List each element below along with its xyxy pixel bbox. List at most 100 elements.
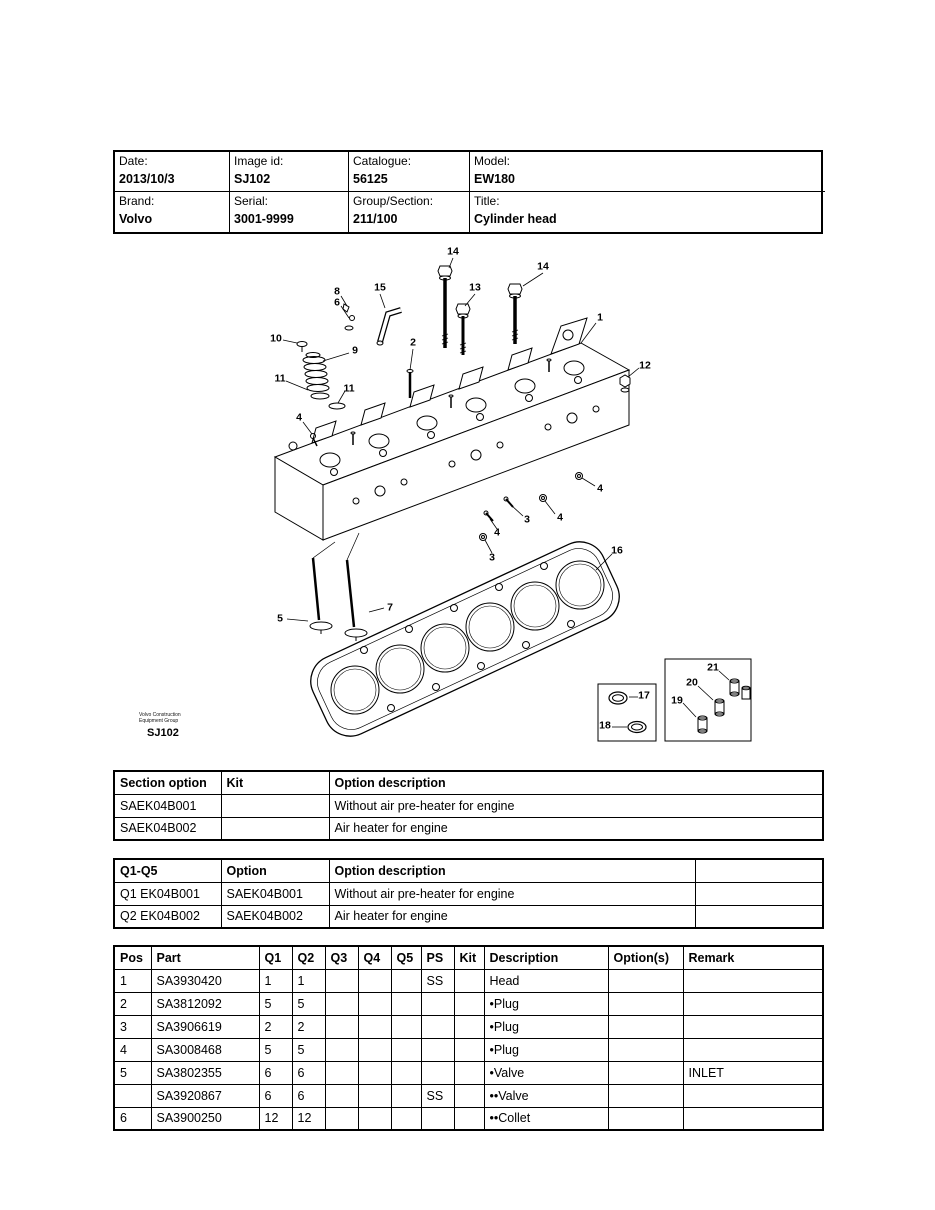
table-cell: Head bbox=[483, 968, 609, 993]
table-cell bbox=[324, 1106, 359, 1131]
table-cell bbox=[390, 1037, 422, 1062]
header-cell-brand: Brand: Volvo bbox=[115, 192, 230, 232]
column-header: PS bbox=[420, 945, 455, 970]
callout-10: 10 bbox=[270, 332, 282, 345]
callout-8: 8 bbox=[334, 285, 340, 298]
table-cell: 1 bbox=[113, 968, 152, 993]
table-cell bbox=[357, 1037, 392, 1062]
callout-4: 4 bbox=[557, 511, 563, 524]
table-cell bbox=[390, 968, 422, 993]
column-header: Q4 bbox=[357, 945, 392, 970]
table-cell bbox=[694, 904, 824, 929]
table-cell: Q1 EK04B001 bbox=[113, 881, 222, 906]
table-cell bbox=[607, 1014, 684, 1039]
callout-21: 21 bbox=[707, 661, 719, 674]
callout-3: 3 bbox=[489, 551, 495, 564]
table-cell: SS bbox=[420, 968, 455, 993]
table-cell: SA3900250 bbox=[150, 1106, 260, 1131]
column-header: Remark bbox=[682, 945, 824, 970]
header-cell-title: Title: Cylinder head bbox=[470, 192, 825, 232]
callout-4: 4 bbox=[494, 526, 500, 539]
table-cell: •Plug bbox=[483, 1037, 609, 1062]
field-label: Group/Section: bbox=[353, 194, 434, 208]
header-info-table: Date: 2013/10/3 Image id: SJ102 Catalogu… bbox=[113, 150, 825, 234]
table-cell bbox=[453, 1037, 485, 1062]
table-cell bbox=[390, 1060, 422, 1085]
callout-5: 5 bbox=[277, 612, 283, 625]
table-cell bbox=[357, 1106, 392, 1131]
table-cell bbox=[453, 1060, 485, 1085]
callout-18: 18 bbox=[599, 719, 611, 732]
table-cell bbox=[607, 1083, 684, 1108]
column-header: Q2 bbox=[291, 945, 326, 970]
table-cell bbox=[357, 991, 392, 1016]
column-header: Kit bbox=[453, 945, 485, 970]
field-label: Serial: bbox=[234, 194, 269, 208]
field-label: Brand: bbox=[119, 194, 155, 208]
table-cell bbox=[453, 991, 485, 1016]
callout-17: 17 bbox=[638, 689, 650, 702]
table-cell bbox=[220, 793, 330, 818]
parts-diagram: Volvo Construction Equipment Group SJ102… bbox=[113, 240, 823, 765]
header-cell-date: Date: 2013/10/3 bbox=[115, 152, 230, 192]
field-label: Image id: bbox=[234, 154, 284, 168]
table-cell: Q2 EK04B002 bbox=[113, 904, 222, 929]
column-header: Q3 bbox=[324, 945, 359, 970]
callout-14: 14 bbox=[447, 245, 459, 258]
table-cell: 5 bbox=[113, 1060, 152, 1085]
table-cell: INLET bbox=[682, 1060, 824, 1085]
field-value: Volvo bbox=[119, 212, 153, 226]
table-cell: ••Valve bbox=[483, 1083, 609, 1108]
pipe-part bbox=[376, 307, 402, 346]
callout-6: 6 bbox=[334, 296, 340, 309]
valve-keeper-parts bbox=[296, 303, 355, 352]
table-cell: 5 bbox=[258, 991, 293, 1016]
field-label: Model: bbox=[474, 154, 511, 168]
column-header: Description bbox=[483, 945, 609, 970]
callout-2: 2 bbox=[410, 336, 416, 349]
table-cell bbox=[453, 1083, 485, 1108]
table-cell: SA3802355 bbox=[150, 1060, 260, 1085]
column-header bbox=[694, 858, 824, 883]
table-cell: 12 bbox=[258, 1106, 293, 1131]
callout-14: 14 bbox=[537, 260, 549, 273]
field-value: 2013/10/3 bbox=[119, 172, 175, 186]
table-cell: 6 bbox=[113, 1106, 152, 1131]
field-label: Date: bbox=[119, 154, 148, 168]
table-cell bbox=[324, 1037, 359, 1062]
field-label: Title: bbox=[474, 194, 500, 208]
callout-13: 13 bbox=[469, 281, 481, 294]
table-cell: •Plug bbox=[483, 1014, 609, 1039]
callout-20: 20 bbox=[686, 676, 698, 689]
column-header: Option(s) bbox=[607, 945, 684, 970]
column-header: Section option bbox=[113, 770, 222, 795]
table-cell bbox=[607, 1037, 684, 1062]
table-cell bbox=[113, 1083, 152, 1108]
valves bbox=[309, 532, 368, 641]
table-cell: 4 bbox=[113, 1037, 152, 1062]
table-cell: SA3920867 bbox=[150, 1083, 260, 1108]
table-cell: 3 bbox=[113, 1014, 152, 1039]
header-cell-model: Model: EW180 bbox=[470, 152, 825, 192]
table-cell: ••Collet bbox=[483, 1106, 609, 1131]
table-cell: Without air pre-heater for engine bbox=[328, 881, 696, 906]
table-cell: SS bbox=[420, 1083, 455, 1108]
table-cell: Air heater for engine bbox=[328, 904, 696, 929]
table-cell bbox=[357, 968, 392, 993]
table-cell bbox=[453, 968, 485, 993]
table-cell: 2 bbox=[113, 991, 152, 1016]
seal-inset-box bbox=[597, 683, 657, 742]
leader-lines bbox=[282, 257, 730, 728]
watermark-text: Volvo Construction Equipment Group bbox=[139, 712, 181, 724]
table-cell bbox=[694, 881, 824, 906]
table-cell bbox=[682, 1014, 824, 1039]
column-header: Q1-Q5 bbox=[113, 858, 222, 883]
